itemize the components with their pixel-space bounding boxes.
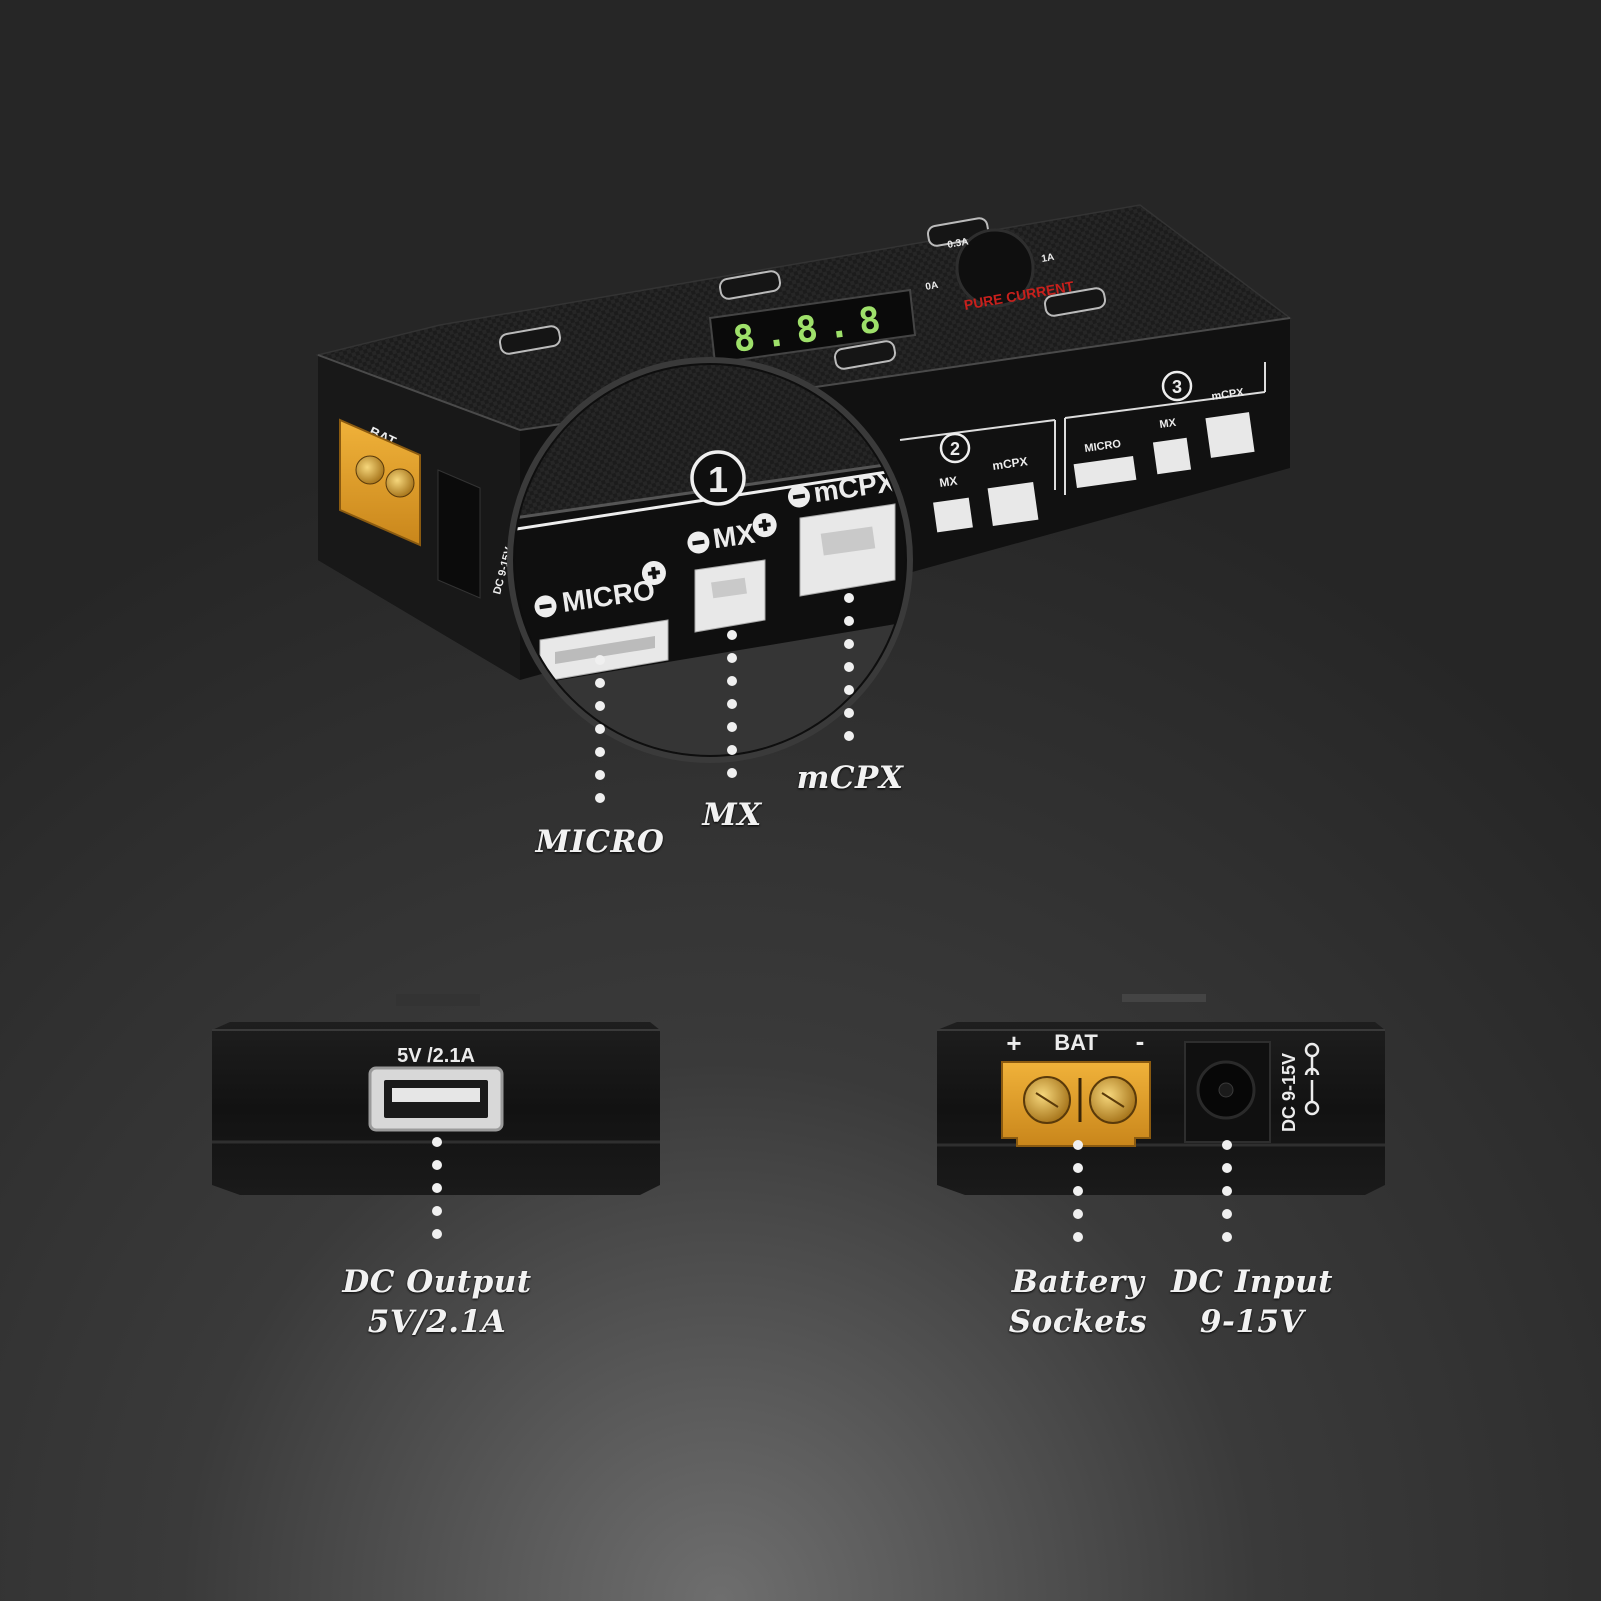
button-3[interactable] <box>1043 287 1107 317</box>
callout-dc-input: DC Input 9-15V <box>1152 1262 1352 1342</box>
top-leader-lines <box>595 593 854 803</box>
callout-mcpx: mCPX <box>796 760 904 796</box>
group3-mx-port[interactable] <box>1152 437 1192 475</box>
svg-text:3: 3 <box>1172 377 1182 397</box>
mag-mx-label: MX <box>711 518 757 555</box>
callout-micro: MICRO <box>535 824 665 860</box>
bat-plus: + <box>1006 1028 1021 1058</box>
svg-text:mCPX: mCPX <box>991 454 1028 473</box>
callout-mx: MX <box>702 797 762 833</box>
callout-dc-input-line1: DC Input <box>1171 1264 1333 1300</box>
button-2[interactable] <box>833 340 897 370</box>
svg-text:MX: MX <box>938 474 958 490</box>
usb-label: 5V /2.1A <box>397 1045 475 1067</box>
usb-side-view: 5V /2.1A <box>212 994 660 1239</box>
usb-port[interactable] <box>368 1066 504 1132</box>
callout-dc-input-line2: 9-15V <box>1199 1304 1305 1340</box>
group3-mcpx-port[interactable] <box>1205 412 1255 458</box>
callout-dc-output-line2: 5V/2.1A <box>367 1304 507 1340</box>
button-4[interactable] <box>718 270 782 300</box>
callout-battery-sockets: Battery Sockets <box>978 1262 1178 1342</box>
svg-text:1A: 1A <box>1041 252 1056 265</box>
port-group-2: 2 MX mCPX <box>899 419 1056 533</box>
svg-text:MICRO: MICRO <box>1084 438 1122 455</box>
svg-text:mCPX: mCPX <box>1211 386 1245 402</box>
xt60-battery-socket[interactable] <box>1001 1061 1151 1147</box>
group2-mcpx-port[interactable] <box>987 481 1039 527</box>
svg-text:0A: 0A <box>925 280 940 293</box>
callout-battery-line1: Battery <box>1011 1264 1145 1300</box>
group-1-number: 1 <box>708 459 728 500</box>
button-1[interactable] <box>498 325 562 355</box>
svg-text:2: 2 <box>950 439 960 459</box>
side-dc-jack <box>437 469 481 599</box>
callout-dc-output-line1: DC Output <box>342 1264 532 1300</box>
dc-label: DC 9-15V <box>1279 1053 1299 1132</box>
dc-input-jack[interactable] <box>1184 1041 1271 1143</box>
bat-label: BAT <box>1054 1030 1098 1055</box>
callout-battery-line2: Sockets <box>1008 1304 1148 1340</box>
group3-micro-port[interactable] <box>1073 455 1137 489</box>
mag-mx-port[interactable] <box>694 559 766 633</box>
port-group-3: 3 MICRO MX mCPX <box>1064 362 1266 495</box>
svg-text:MX: MX <box>1159 417 1178 431</box>
bat-side-view: + BAT - DC 9-15V <box>937 994 1385 1242</box>
svg-text:0.3A: 0.3A <box>947 236 970 251</box>
current-knob[interactable]: 0.3A 1A 0A <box>925 228 1056 308</box>
bat-leader-lines <box>1073 1140 1232 1242</box>
bat-minus: - <box>1136 1026 1145 1056</box>
top-buttons <box>498 217 1107 370</box>
group2-mx-port[interactable] <box>933 497 973 533</box>
usb-leader-line <box>432 1137 442 1239</box>
dc-polarity-icon <box>1304 1042 1320 1116</box>
callout-dc-output: DC Output 5V/2.1A <box>327 1262 547 1342</box>
